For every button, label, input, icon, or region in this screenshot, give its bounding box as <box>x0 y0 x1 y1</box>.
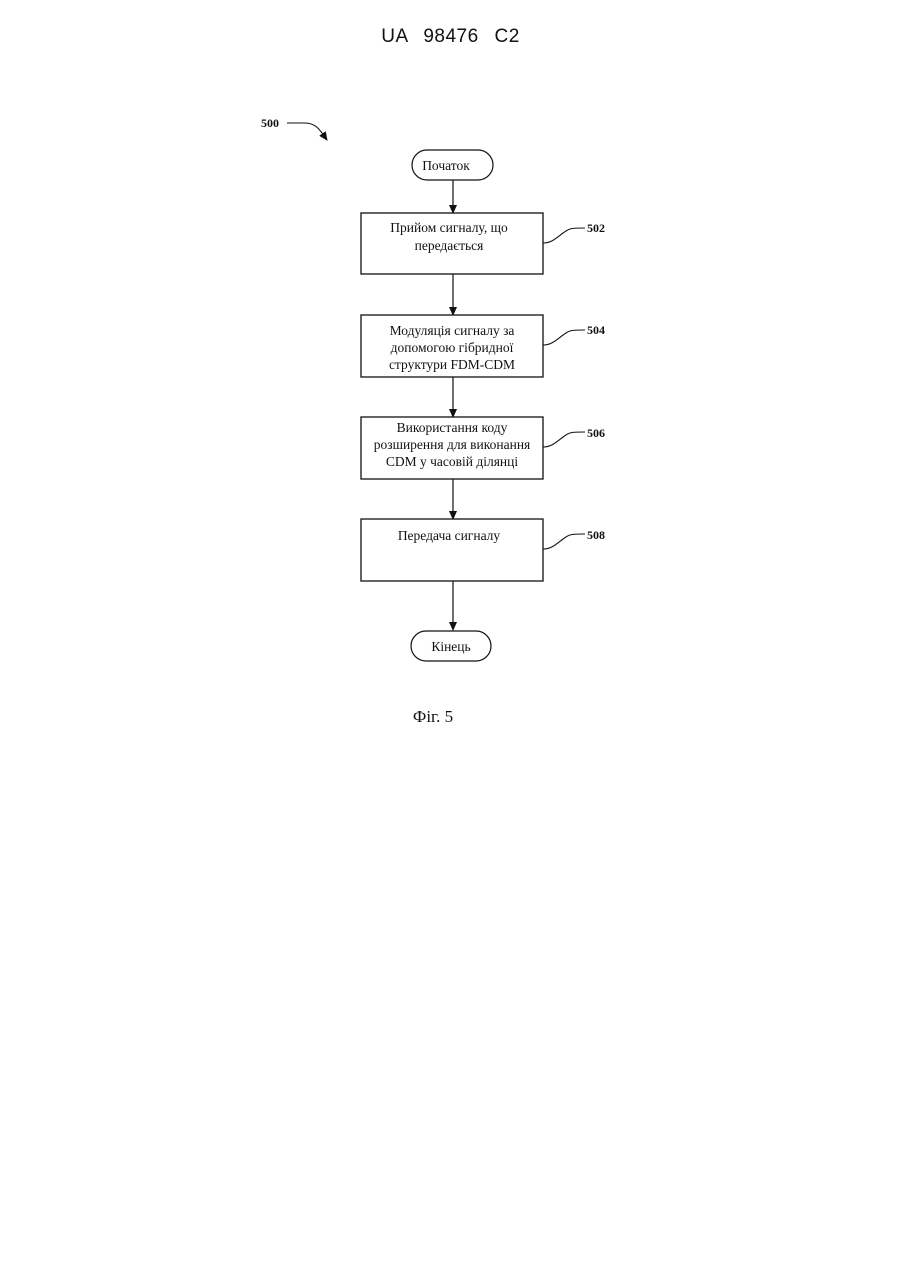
start-label: Початок <box>422 158 470 173</box>
step-ref-leader <box>543 534 585 549</box>
figure-caption: Фіг. 5 <box>413 707 453 726</box>
step-text-line: Передача сигналу <box>398 528 501 543</box>
step-ref-leader <box>543 330 585 345</box>
step-text-line: передається <box>415 238 484 253</box>
process-step-504: Модуляція сигналу за допомогою гібридної… <box>361 315 605 377</box>
step-text-line: Модуляція сигналу за <box>390 323 515 338</box>
step-ref-label: 508 <box>587 528 605 542</box>
step-text-line: структури FDM-CDM <box>389 357 515 372</box>
step-ref-leader <box>543 432 585 447</box>
step-ref-label: 502 <box>587 221 605 235</box>
figure-ref-label: 500 <box>261 116 279 130</box>
step-text-line: розширення для виконання <box>374 437 531 452</box>
process-step-506: Використання коду розширення для виконан… <box>361 417 605 479</box>
figure-ref-arrow <box>287 123 327 140</box>
step-ref-label: 504 <box>587 323 605 337</box>
process-step-508: Передача сигналу 508 <box>361 519 605 581</box>
step-text-line: Використання коду <box>397 420 508 435</box>
step-ref-label: 506 <box>587 426 605 440</box>
step-text-line: допомогою гібридної <box>391 340 514 355</box>
step-text-line: CDM у часовій ділянці <box>386 454 519 469</box>
step-ref-leader <box>543 228 585 243</box>
end-label: Кінець <box>431 639 470 654</box>
step-text-line: Прийом сигналу, що <box>390 220 508 235</box>
process-step-502: Прийом сигналу, що передається 502 <box>361 213 605 274</box>
